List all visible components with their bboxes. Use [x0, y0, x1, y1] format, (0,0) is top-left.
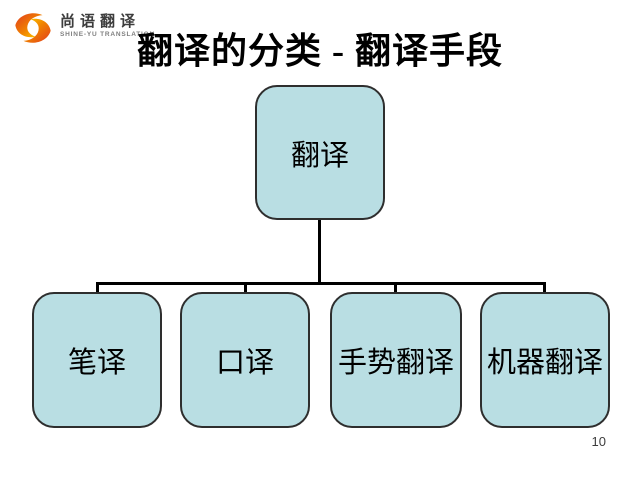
swirl-logo-icon	[15, 13, 51, 43]
org-node-label: 口译	[215, 347, 274, 379]
connector-stub-child-0	[96, 282, 99, 294]
org-node-label: 笔译	[67, 347, 126, 379]
org-node-child-oral: 口译	[180, 292, 310, 428]
org-node-label: 机器翻译	[486, 347, 603, 379]
org-node-label: 手势翻译	[337, 347, 454, 379]
connector-root-drop	[318, 220, 321, 284]
slide-title: 翻译的分类 - 翻译手段	[137, 31, 503, 71]
page-number: 10	[591, 434, 606, 449]
logo-text-block: 尚语翻译 SHINE-YU TRANSLATION	[60, 8, 155, 40]
org-node-root: 翻译	[255, 85, 385, 220]
org-node-child-written: 笔译	[32, 292, 162, 428]
brand-name-cn: 尚语翻译	[60, 12, 141, 30]
connector-stub-child-1	[244, 282, 247, 294]
brand-name-en: SHINE-YU TRANSLATION	[60, 31, 155, 38]
company-logo: 尚语翻译 SHINE-YU TRANSLATION	[10, 8, 155, 47]
connector-horizontal-rail	[96, 282, 546, 285]
connector-stub-child-2	[394, 282, 397, 294]
org-node-child-sign: 手势翻译	[330, 292, 462, 428]
org-node-root-label: 翻译	[290, 139, 349, 172]
connector-stub-child-3	[543, 282, 546, 294]
org-node-child-machine: 机器翻译	[480, 292, 610, 428]
